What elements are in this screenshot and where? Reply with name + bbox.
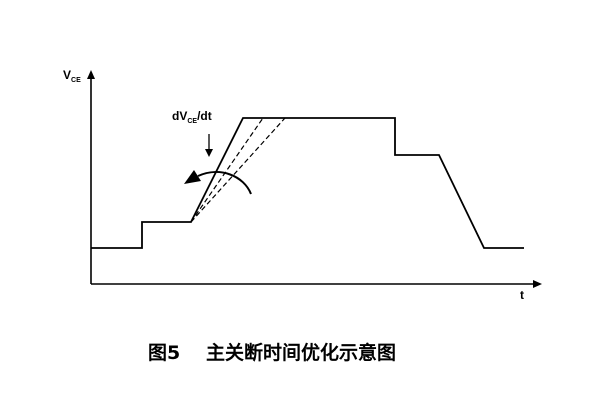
figure-caption-number: 图5 [148, 342, 180, 364]
y-axis-label: VCE [63, 68, 81, 84]
alt-slope-dashed-2 [190, 117, 286, 223]
down-arrow-icon [205, 134, 213, 157]
curved-arrow-icon [184, 170, 252, 195]
slope-annotation-main: dV [172, 109, 187, 123]
figure-caption: 图5 主关断时间优化示意图 [148, 341, 396, 364]
alt-slope-dashed-1 [190, 117, 264, 223]
y-axis-label-sub: CE [71, 77, 81, 84]
x-axis-label: t [520, 288, 524, 302]
y-axis-arrowhead [87, 70, 95, 79]
slope-annotation-sub: CE [187, 118, 197, 125]
x-axis-arrowhead [533, 280, 542, 288]
slope-annotation-suffix: /dt [197, 109, 212, 123]
y-axis-label-main: V [63, 68, 71, 82]
figure-caption-title: 主关断时间优化示意图 [206, 341, 396, 364]
vce-waveform [91, 117, 524, 249]
slope-annotation: dVCE/dt [172, 109, 212, 125]
